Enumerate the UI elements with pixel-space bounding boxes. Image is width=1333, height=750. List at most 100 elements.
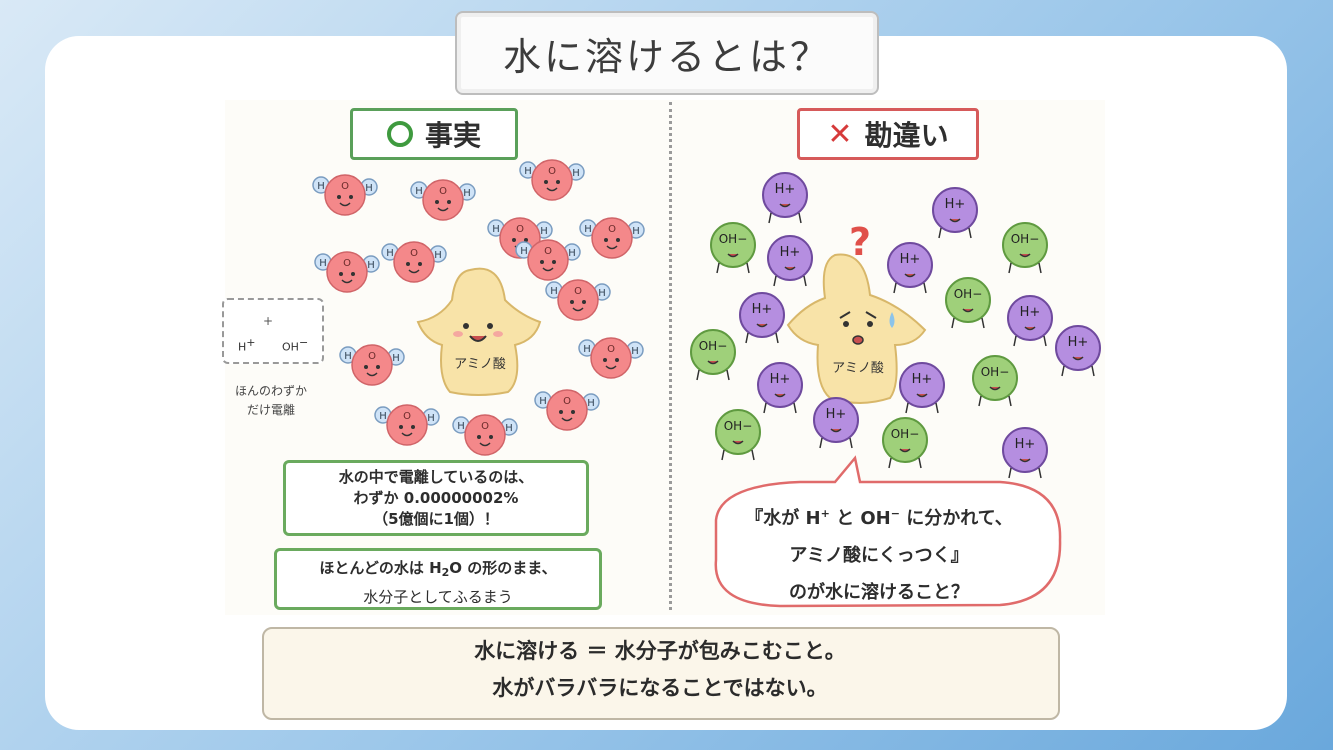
svg-text:H: H bbox=[463, 188, 471, 199]
svg-text:H+: H+ bbox=[1068, 335, 1089, 350]
svg-text:OH−: OH− bbox=[954, 287, 983, 301]
svg-text:H: H bbox=[379, 411, 387, 422]
svg-text:O: O bbox=[341, 181, 349, 192]
h-ion-character-icon: H+ bbox=[932, 187, 978, 239]
amino-acid-label-left: アミノ酸 bbox=[454, 357, 506, 372]
speech-bubble bbox=[714, 455, 1062, 608]
h-ion-character-icon: H+ bbox=[899, 362, 945, 414]
circle-mark-icon bbox=[386, 121, 413, 147]
amino-acid-label-right: アミノ酸 bbox=[832, 361, 884, 376]
oh-ion-character-icon: OH− bbox=[690, 329, 736, 381]
h-ion-character-icon: H+ bbox=[767, 235, 813, 287]
center-divider bbox=[669, 102, 672, 610]
svg-text:OH−: OH− bbox=[891, 427, 920, 441]
svg-text:H: H bbox=[367, 260, 375, 271]
oh-ion-character-icon: OH− bbox=[945, 277, 991, 329]
svg-text:H: H bbox=[568, 248, 576, 259]
svg-text:O: O bbox=[563, 396, 571, 407]
svg-text:H: H bbox=[632, 226, 640, 237]
svg-text:H: H bbox=[583, 344, 591, 355]
svg-text:H: H bbox=[317, 181, 325, 192]
svg-text:O: O bbox=[516, 224, 524, 235]
svg-text:OH−: OH− bbox=[981, 365, 1010, 379]
svg-text:H: H bbox=[365, 183, 373, 194]
svg-text:H+: H+ bbox=[900, 252, 921, 267]
oh-ion-character-icon: OH− bbox=[715, 409, 761, 461]
ion-legend: + H+ OH− bbox=[222, 298, 324, 364]
svg-text:O: O bbox=[403, 411, 411, 422]
svg-text:O: O bbox=[574, 286, 582, 297]
svg-text:O: O bbox=[439, 186, 447, 197]
ion-caption: ほんのわずか だけ電離 bbox=[234, 384, 307, 417]
h-ion-character-icon: H+ bbox=[1002, 427, 1048, 479]
svg-text:H: H bbox=[550, 286, 558, 297]
svg-text:H: H bbox=[631, 346, 639, 357]
cross-mark-icon: ✕ bbox=[827, 116, 853, 152]
misconception-header: ✕ 勘違い bbox=[797, 108, 979, 160]
svg-text:H: H bbox=[587, 398, 595, 409]
legend-plus: + bbox=[263, 314, 274, 328]
ion-characters: H+ H+ H+ H+ H+ H+ H+ H+ H+ H+ H+ OH− OH− OH− OH− OH− OH−… bbox=[690, 172, 1101, 479]
water-molecule-note: ほとんどの水は H2O の形のまま、 水分子としてふるまう bbox=[274, 548, 602, 610]
svg-text:H+: H+ bbox=[945, 197, 966, 212]
svg-text:H+: H+ bbox=[780, 245, 801, 260]
svg-text:H: H bbox=[505, 423, 513, 434]
h-ion-character-icon: H+ bbox=[887, 242, 933, 294]
svg-text:OH−: OH− bbox=[724, 419, 753, 433]
svg-text:OH−: OH− bbox=[719, 232, 748, 246]
svg-text:H: H bbox=[457, 421, 465, 432]
svg-text:H: H bbox=[540, 226, 548, 237]
h-ion-character-icon: H+ bbox=[757, 362, 803, 414]
svg-text:O: O bbox=[548, 166, 556, 177]
legend-h-label: H+ bbox=[238, 336, 256, 354]
oh-ion-character-icon: OH− bbox=[710, 222, 756, 274]
svg-text:H+: H+ bbox=[1015, 437, 1036, 452]
svg-text:H+: H+ bbox=[912, 372, 933, 387]
svg-text:H: H bbox=[427, 413, 435, 424]
fact-header: 事実 bbox=[350, 108, 518, 160]
h-ion-character-icon: H+ bbox=[1007, 295, 1053, 347]
amino-acid-character-left: アミノ酸 bbox=[416, 267, 542, 396]
svg-text:H+: H+ bbox=[1020, 305, 1041, 320]
h-ion-character-icon: H+ bbox=[762, 172, 808, 224]
svg-text:O: O bbox=[608, 224, 616, 235]
svg-text:H: H bbox=[572, 168, 580, 179]
svg-text:H: H bbox=[392, 353, 400, 364]
amino-acid-character-right: アミノ酸 bbox=[786, 253, 927, 404]
svg-text:H: H bbox=[344, 351, 352, 362]
svg-text:H+: H+ bbox=[775, 182, 796, 197]
svg-text:H: H bbox=[539, 396, 547, 407]
svg-text:H+: H+ bbox=[826, 407, 847, 422]
h-ion-character-icon: H+ bbox=[813, 397, 859, 449]
svg-text:H: H bbox=[598, 288, 606, 299]
svg-text:OH−: OH− bbox=[1011, 232, 1040, 246]
svg-text:H: H bbox=[434, 250, 442, 261]
svg-text:O: O bbox=[607, 344, 615, 355]
svg-text:H: H bbox=[319, 258, 327, 269]
svg-text:H+: H+ bbox=[752, 302, 773, 317]
conclusion-text: 水に溶ける ＝ 水分子が包みこむこと。 水がバラバラになることではない。 bbox=[474, 639, 846, 700]
svg-text:H: H bbox=[584, 224, 592, 235]
svg-text:H: H bbox=[520, 246, 528, 257]
misconception-text: 『水が H+ と OH− に分かれて、 アミノ酸にくっつく』 のが水に溶けること… bbox=[745, 507, 1013, 603]
page-title: 水に溶けるとは？ bbox=[455, 11, 879, 95]
h-ion-character-icon: H+ bbox=[739, 292, 785, 344]
h-ion-character-icon: H+ bbox=[1055, 325, 1101, 377]
svg-text:O: O bbox=[410, 248, 418, 259]
svg-text:H+: H+ bbox=[770, 372, 791, 387]
oh-ion-character-icon: OH− bbox=[1002, 222, 1048, 274]
